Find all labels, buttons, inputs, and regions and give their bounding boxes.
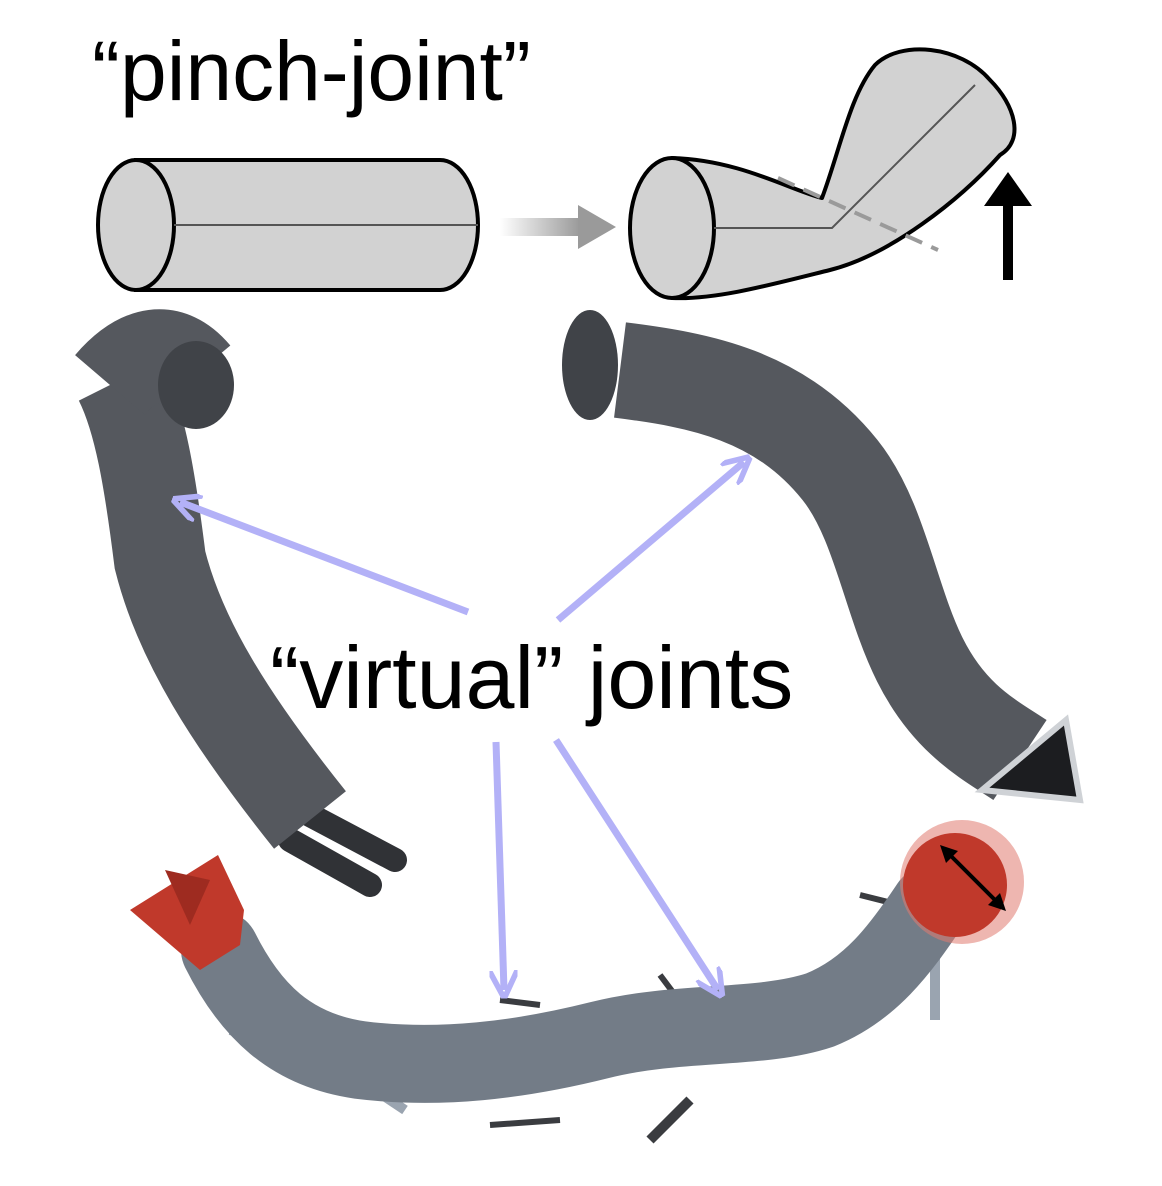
pinch-joint-label: “pinch-joint”: [92, 24, 531, 118]
left-bent-tube: [75, 309, 407, 897]
pinched-cylinder: [628, 47, 1017, 301]
virtual-joints-label: “virtual” joints: [270, 628, 793, 727]
right-bent-tube: [562, 310, 1084, 804]
arrow-to-bottom-joint-1: [496, 741, 504, 990]
annotation-arrows: [180, 462, 744, 990]
arrow-right-icon: [500, 205, 616, 249]
arrow-to-bottom-joint-2: [553, 738, 718, 990]
double-arrow-icon: [940, 845, 1006, 911]
bottom-tube: [130, 820, 1024, 1144]
arrow-to-right-tube-joint: [555, 462, 744, 623]
straight-cylinder: [96, 158, 480, 292]
arrow-to-left-tube-joint: [180, 502, 470, 616]
arrow-up-icon: [984, 172, 1032, 280]
